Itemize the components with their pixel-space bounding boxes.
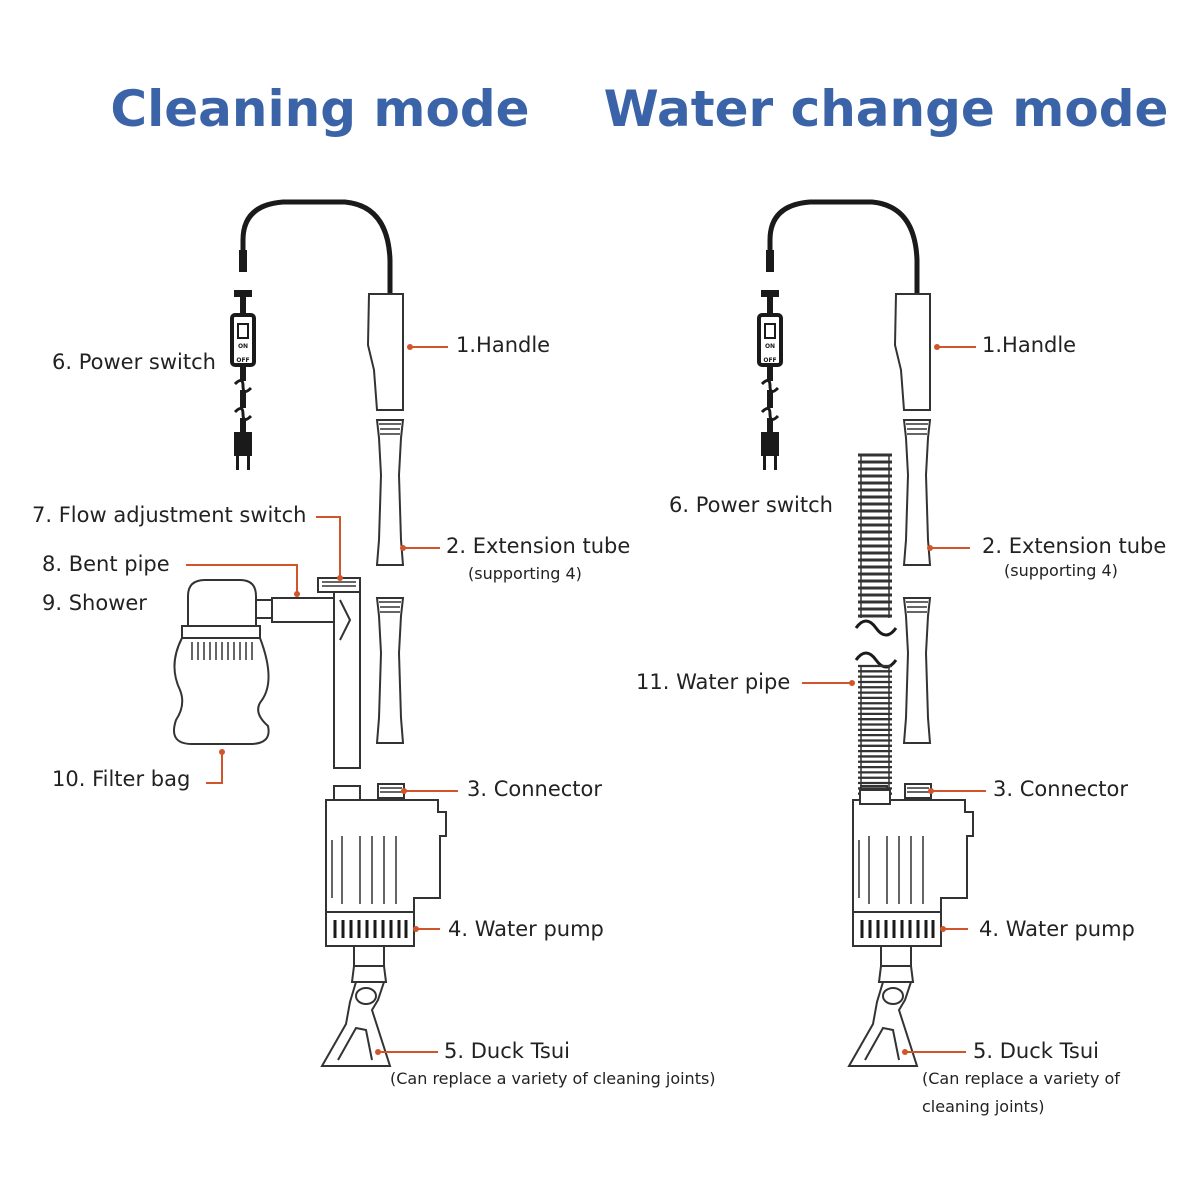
leader-lines-cleaning [186, 346, 458, 1053]
shower-assembly [173, 577, 361, 769]
extension-tube-lower [376, 597, 404, 744]
label-extension-note-right: (supporting 4) [1004, 561, 1118, 580]
label-extension-tube-right: 2. Extension tube [982, 534, 1166, 558]
extension-tube-lower-right [903, 597, 931, 744]
label-shower: 9. Shower [42, 591, 147, 615]
label-duck-tsui-right: 5. Duck Tsui [973, 1039, 1099, 1063]
cleaning-mode-title: Cleaning mode [110, 80, 529, 138]
label-duck-tsui: 5. Duck Tsui [444, 1039, 570, 1063]
label-extension-note: (supporting 4) [468, 564, 582, 583]
label-connector: 3. Connector [467, 777, 602, 801]
label-power-switch: 6. Power switch [52, 350, 216, 374]
label-water-pump: 4. Water pump [448, 917, 604, 941]
power-cable: ON OFF [230, 199, 393, 472]
label-handle-right: 1.Handle [982, 333, 1076, 357]
power-cable-right: ON OFF [757, 199, 920, 472]
leader-dots-water-change [849, 344, 946, 1055]
switch-off-mark: OFF [236, 357, 249, 364]
water-change-mode-title: Water change mode [604, 80, 1169, 138]
handle [367, 293, 404, 411]
extension-tube-upper-right [903, 419, 931, 566]
label-bent-pipe: 8. Bent pipe [42, 552, 170, 576]
label-flow-switch: 7. Flow adjustment switch [32, 503, 306, 527]
extension-tube-upper [376, 419, 404, 566]
pump-assembly-water-change [847, 782, 975, 1068]
label-duck-note: (Can replace a variety of cleaning joint… [390, 1069, 716, 1088]
label-duck-note-line2: cleaning joints) [922, 1097, 1045, 1116]
label-extension-tube: 2. Extension tube [446, 534, 630, 558]
switch-off-mark-right: OFF [763, 357, 776, 364]
label-duck-note-line1: (Can replace a variety of [922, 1069, 1120, 1088]
label-connector-right: 3. Connector [993, 777, 1128, 801]
water-change-components: ON OFF [757, 199, 975, 1068]
label-water-pipe: 11. Water pipe [636, 670, 790, 694]
label-power-switch-right: 6. Power switch [669, 493, 833, 517]
pump-assembly-cleaning [320, 782, 448, 1068]
handle-right [894, 293, 931, 411]
leader-lines-water-change [802, 346, 986, 1053]
leader-dots-cleaning [219, 344, 419, 1055]
label-handle: 1.Handle [456, 333, 550, 357]
label-filter-bag: 10. Filter bag [52, 767, 190, 791]
water-pipe [854, 453, 898, 805]
label-water-pump-right: 4. Water pump [979, 917, 1135, 941]
switch-on-mark-right: ON [765, 343, 775, 350]
switch-on-mark: ON [238, 343, 248, 350]
